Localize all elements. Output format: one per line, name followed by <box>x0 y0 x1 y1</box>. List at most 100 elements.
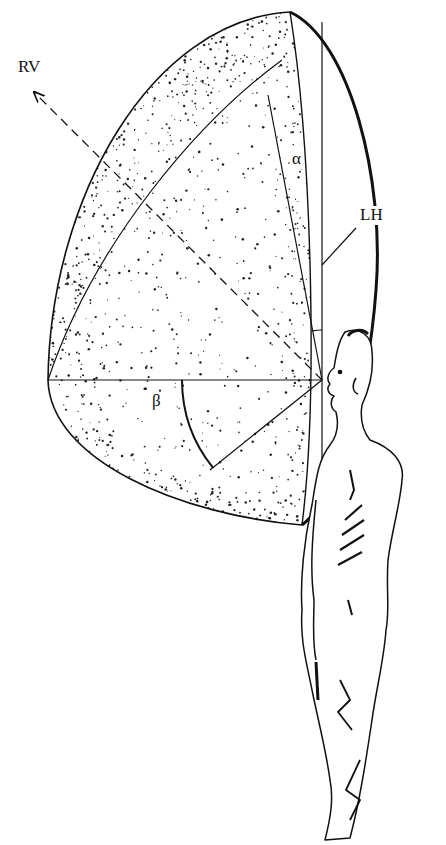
stipple-dot <box>175 200 177 202</box>
stipple-dot <box>109 441 111 443</box>
stipple-dot <box>112 496 114 498</box>
stipple-dot <box>199 373 202 376</box>
stipple-dot <box>197 48 199 50</box>
stipple-dot <box>75 281 76 282</box>
stipple-dot <box>255 365 256 366</box>
stipple-dot <box>71 425 72 426</box>
stipple-dot <box>215 199 217 201</box>
stipple-dot <box>238 75 240 77</box>
stipple-dot <box>166 161 168 163</box>
stipple-dot <box>51 229 54 232</box>
stipple-dot <box>47 447 49 449</box>
stipple-dot <box>77 295 79 297</box>
stipple-dot <box>272 492 274 494</box>
stipple-dot <box>47 43 48 44</box>
stipple-dot <box>92 472 93 473</box>
stipple-dot <box>152 76 155 79</box>
stipple-dot <box>250 272 252 274</box>
stipple-dot <box>288 431 289 432</box>
stipple-dot <box>57 32 59 34</box>
stipple-dot <box>117 512 118 513</box>
stipple-dot <box>89 82 91 84</box>
stipple-dot <box>203 83 204 84</box>
stipple-dot <box>101 529 103 531</box>
stipple-dot <box>212 87 213 88</box>
stipple-dot <box>96 93 97 94</box>
stipple-dot <box>304 227 306 229</box>
stipple-dot <box>79 334 81 336</box>
stipple-dot <box>254 247 256 249</box>
stipple-dot <box>222 122 224 124</box>
stipple-dot <box>318 407 320 409</box>
stipple-dot <box>65 121 66 122</box>
stipple-dot <box>152 264 154 266</box>
stipple-dot <box>294 341 295 342</box>
stipple-dot <box>106 282 108 284</box>
stipple-dot <box>64 245 66 247</box>
stipple-dot <box>246 56 248 58</box>
stipple-dot <box>77 456 78 457</box>
stipple-dot <box>96 143 98 145</box>
stipple-dot <box>185 277 186 278</box>
stipple-dot <box>160 497 162 499</box>
stipple-dot <box>297 176 299 178</box>
stipple-dot <box>84 119 85 120</box>
stipple-dot <box>295 258 296 259</box>
stipple-dot <box>76 528 78 530</box>
stipple-dot <box>76 256 78 258</box>
stipple-dot <box>86 318 87 319</box>
stipple-dot <box>59 242 61 244</box>
stipple-dot <box>291 275 293 277</box>
stipple-dot <box>296 529 298 531</box>
stipple-dot <box>105 22 107 24</box>
stipple-dot <box>248 277 250 279</box>
stipple-dot <box>68 45 70 47</box>
stipple-dot <box>251 26 253 28</box>
stipple-dot <box>214 121 216 123</box>
stipple-dot <box>203 44 205 46</box>
stipple-dot <box>225 22 227 24</box>
stipple-dot <box>273 108 275 110</box>
stipple-dot <box>66 163 68 165</box>
stipple-dot <box>308 45 310 47</box>
stipple-dot <box>269 267 271 269</box>
stipple-dot <box>213 508 214 509</box>
stipple-dot <box>193 156 194 157</box>
stipple-dot <box>116 64 118 66</box>
stipple-dot <box>189 138 191 140</box>
stipple-dot <box>51 266 53 268</box>
stipple-dot <box>87 472 88 473</box>
stipple-dot <box>194 199 195 200</box>
stipple-dot <box>155 524 157 526</box>
stipple-dot <box>264 236 266 238</box>
stipple-dot <box>65 134 66 135</box>
stipple-dot <box>223 468 224 469</box>
stipple-dot <box>141 490 143 492</box>
stipple-dot <box>134 129 136 131</box>
stipple-dot <box>45 434 47 436</box>
stipple-dot <box>271 344 272 345</box>
stipple-dot <box>87 486 89 488</box>
stipple-dot <box>253 521 255 523</box>
stipple-dot <box>89 61 90 62</box>
stipple-dot <box>151 79 153 81</box>
stipple-dot <box>66 336 67 337</box>
stipple-dot <box>300 217 301 218</box>
stipple-dot <box>80 286 82 288</box>
stipple-dot <box>323 87 325 89</box>
stipple-dot <box>131 489 132 490</box>
stipple-dot <box>112 58 114 60</box>
stipple-dot <box>194 102 196 104</box>
stipple-dot <box>213 79 215 81</box>
stipple-dot <box>87 139 89 141</box>
stipple-dot <box>51 283 53 285</box>
stipple-dot <box>198 281 200 283</box>
stipple-dot <box>281 257 283 259</box>
stipple-dot <box>258 472 259 473</box>
stipple-dot <box>319 73 321 75</box>
stipple-dot <box>100 79 102 81</box>
stipple-dot <box>211 159 213 161</box>
stipple-dot <box>312 94 314 96</box>
stipple-dot <box>52 188 54 190</box>
stipple-dot <box>154 480 155 481</box>
